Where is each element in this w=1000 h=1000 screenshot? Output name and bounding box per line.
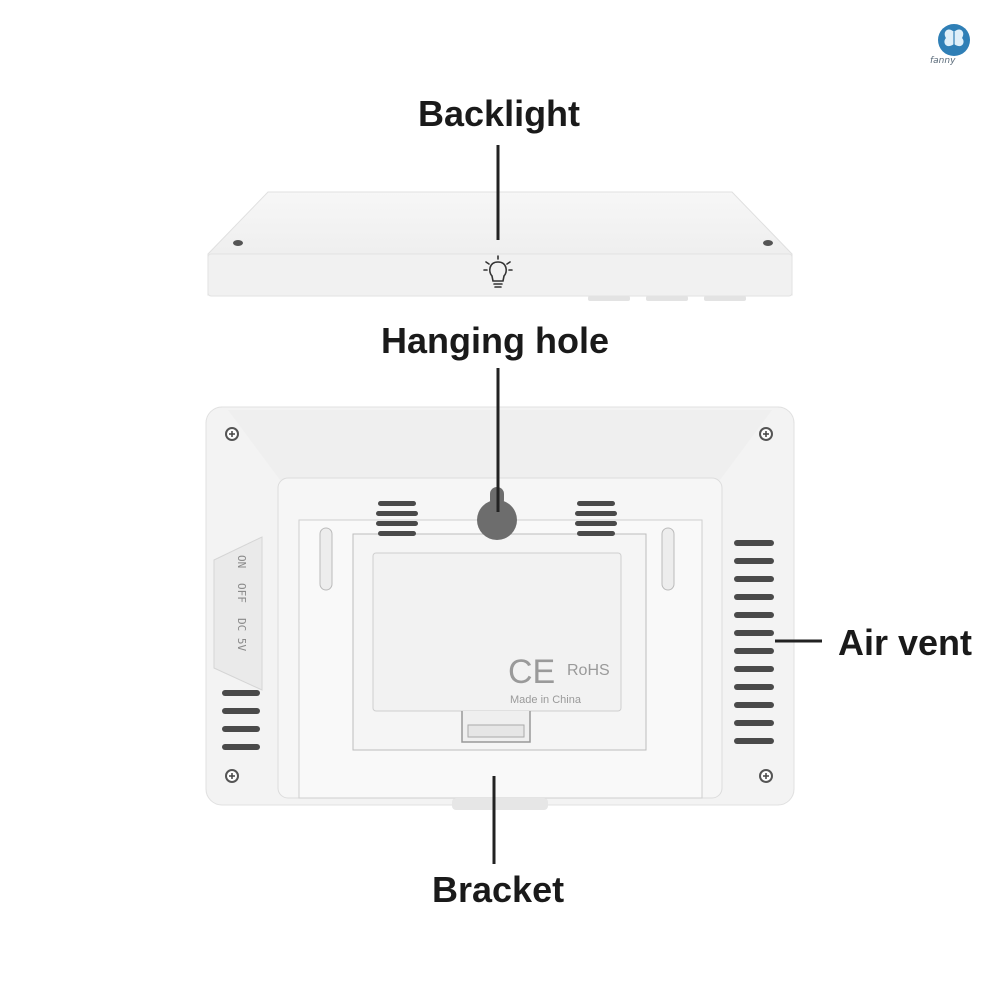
switch-label-dc: DC 5V <box>235 618 248 651</box>
hanging-hole-label: Hanging hole <box>381 320 609 361</box>
lightbulb-icon <box>483 255 513 288</box>
rohs-mark: RoHS <box>567 662 610 679</box>
brand-logo-icon <box>938 24 970 56</box>
air-vent-grille <box>734 540 774 744</box>
top-device-side-view <box>207 191 793 301</box>
bottom-device-back-view <box>205 406 795 810</box>
ce-mark: CE <box>508 653 555 691</box>
switch-label-off: OFF <box>235 583 248 603</box>
callout-lines <box>492 145 822 864</box>
left-vent-grille <box>222 690 260 750</box>
backlight-label: Backlight <box>418 93 581 134</box>
brand-logo-text: fanny <box>930 56 956 66</box>
switch-labels: ON OFF DC 5V <box>235 555 248 651</box>
air-vent-label: Air vent <box>838 622 973 663</box>
top-vent-grille <box>376 501 617 536</box>
origin-text: Made in China <box>510 694 582 706</box>
switch-label-on: ON <box>235 555 248 568</box>
bracket-label: Bracket <box>432 869 565 910</box>
